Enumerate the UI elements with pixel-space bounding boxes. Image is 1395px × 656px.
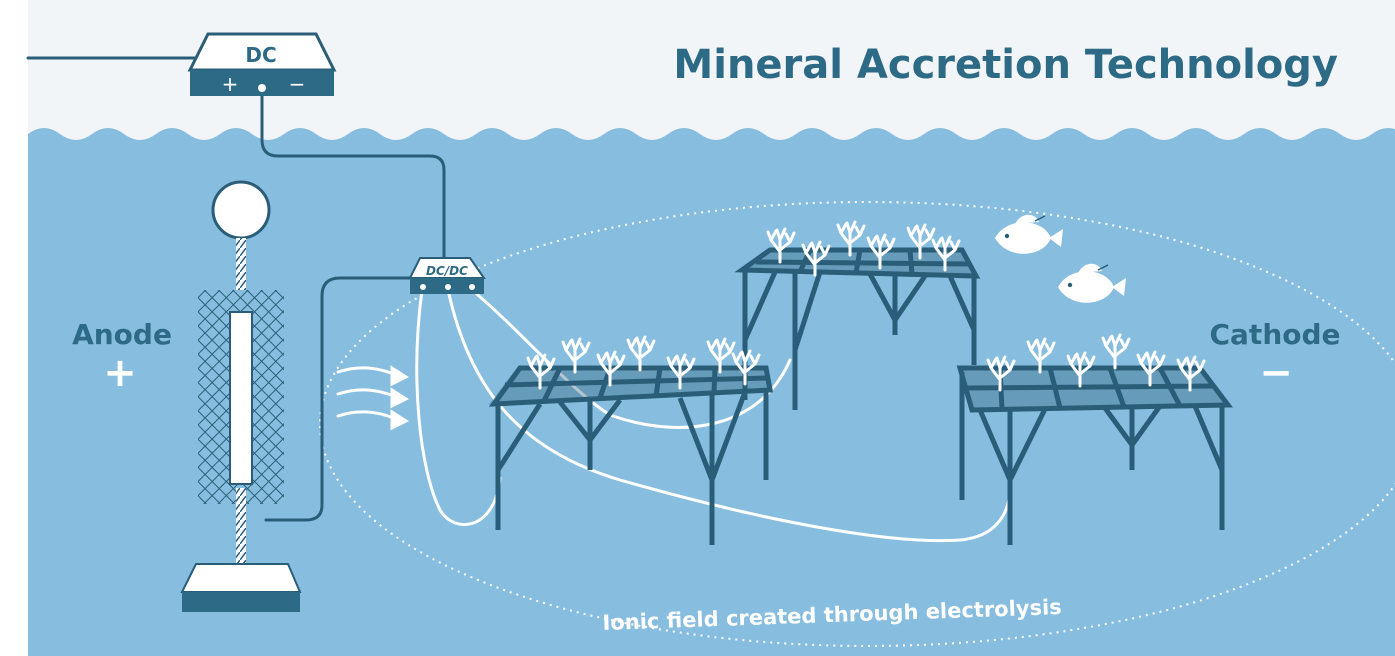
anode-base-icon: [180, 563, 302, 593]
coral-frame-right: [956, 365, 1233, 545]
dc-label: DC: [245, 43, 276, 67]
anode-label: Anode: [72, 318, 172, 351]
anode-assembly: [180, 180, 302, 612]
dc-plus-terminal: +: [222, 72, 239, 96]
cathode-label: Cathode: [1209, 318, 1340, 351]
dc-converter-icon: DC/DC: [408, 257, 486, 294]
converter-label: DC/DC: [426, 264, 468, 278]
dc-minus-terminal: −: [289, 72, 306, 96]
coral-frame-left: [488, 365, 774, 545]
page-title: Mineral Accretion Technology: [673, 42, 1338, 88]
coral-frame-top: [734, 247, 981, 410]
dc-power-supply-icon: DC + −: [187, 32, 337, 96]
current-arrow-icon: [336, 365, 410, 431]
cathode-sign: −: [1259, 350, 1293, 396]
anode-buoy-icon: [211, 180, 271, 240]
anode-sign: +: [103, 350, 137, 396]
